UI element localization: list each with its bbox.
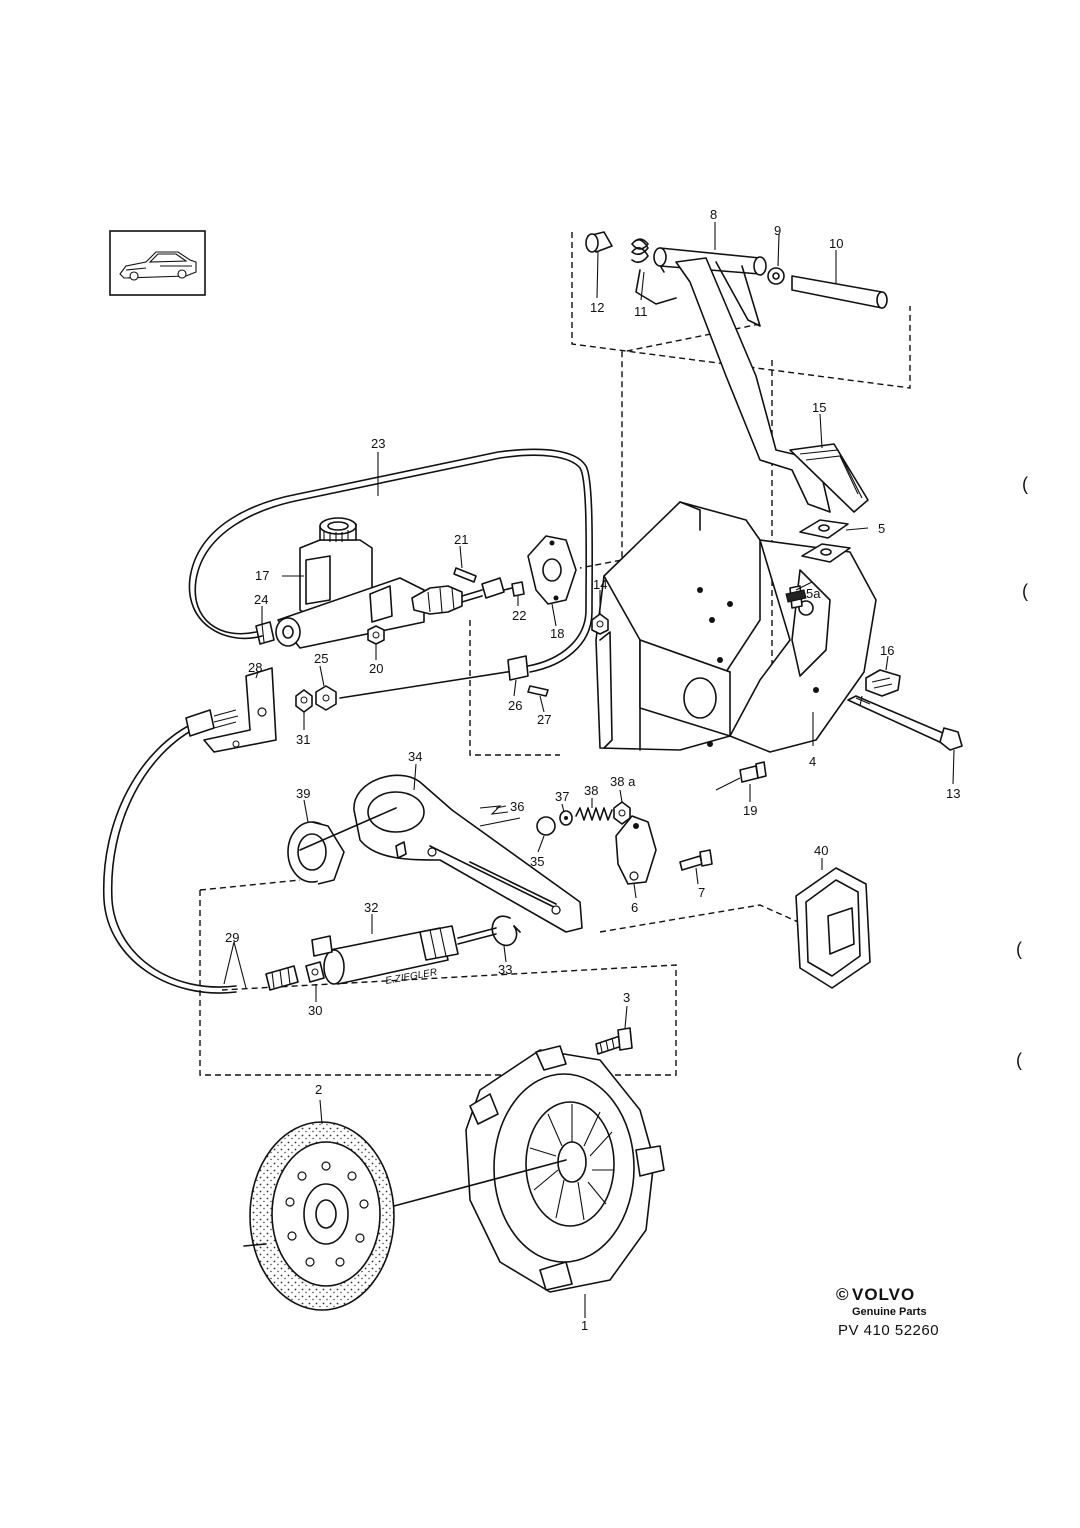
car-side-view-icon [119,251,197,281]
hydraulic-lines [102,448,594,994]
pressure-plate [393,1027,665,1293]
copyright-symbol: © [836,1285,850,1304]
callout-25: 25 [314,651,328,666]
margin-mark: ( [1016,1050,1022,1070]
callout-4: 4 [809,754,816,769]
vehicle-thumbnail [109,230,206,296]
callout-38a: 38 a [610,774,636,789]
diaphragm-fingers [529,1104,614,1221]
callout-32: 32 [364,900,378,915]
callout-18: 18 [550,626,564,641]
leader-lines [223,222,955,1318]
callout-5: 5 [878,521,885,536]
callout-9: 9 [774,223,781,238]
callout-21: 21 [454,532,468,547]
callout-40: 40 [814,843,828,858]
rubber-boot [795,867,871,989]
margin-mark: ( [1022,581,1028,601]
callout-5a: 5a [806,586,821,601]
part-code: PV 410 52260 [838,1322,939,1339]
callout-29: 29 [225,930,239,945]
callout-12: 12 [590,300,604,315]
pedal-assembly [585,231,888,513]
callout-36: 36 [510,799,524,814]
brand-block: © VOLVO Genuine Parts PV 410 52260 [836,1285,939,1339]
clutch-disc [243,1121,395,1311]
callout-19: 19 [743,803,757,818]
callout-38: 38 [584,783,598,798]
callout-6: 6 [631,900,638,915]
callout-1: 1 [581,1318,588,1333]
callout-16: 16 [880,643,894,658]
pedal-bracket [591,501,963,791]
slave-cylinder: E.ZIEGLER [265,915,521,991]
callout-39: 39 [296,786,310,801]
callout-22: 22 [512,608,526,623]
callout-34: 34 [408,749,422,764]
callout-24: 24 [254,592,268,607]
callout-3: 3 [623,990,630,1005]
callout-17: 17 [255,568,269,583]
callout-13: 13 [946,786,960,801]
callout-7: 7 [698,885,705,900]
release-fork [287,774,713,933]
callout-11: 11 [634,304,648,319]
master-cylinder [255,517,577,649]
callout-20: 20 [369,661,383,676]
callout-31: 31 [296,732,310,747]
callout-33: 33 [498,962,512,977]
brand-subtitle: Genuine Parts [852,1306,927,1318]
brand-name: VOLVO [852,1285,915,1304]
margin-marks: ( ( ( ( [1016,474,1028,1070]
callout-26: 26 [508,698,522,713]
callout-30: 30 [308,1003,322,1018]
callout-35: 35 [530,854,544,869]
callout-37: 37 [555,789,569,804]
callout-15: 15 [812,400,826,415]
callout-8: 8 [710,207,717,222]
callout-10: 10 [829,236,843,251]
callout-27: 27 [537,712,551,727]
margin-mark: ( [1016,939,1022,959]
callout-23: 23 [371,436,385,451]
callout-28: 28 [248,660,262,675]
callout-2: 2 [315,1082,322,1097]
callout-14: 14 [593,577,607,592]
callout-labels: 1 2 3 4 5 5a 6 7 8 9 10 11 12 13 14 15 1… [225,207,960,1333]
margin-mark: ( [1022,474,1028,494]
